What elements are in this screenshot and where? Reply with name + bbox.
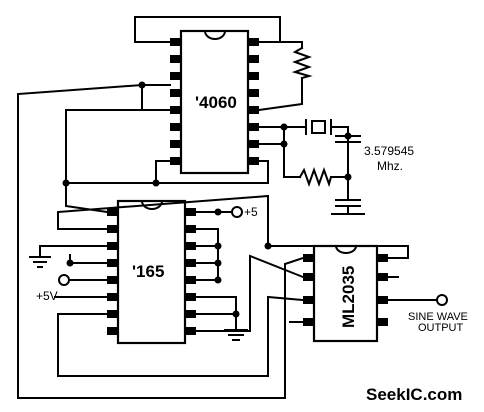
ic-165-right-pins xyxy=(185,208,196,335)
vcc-terminal-left xyxy=(58,274,70,286)
junction-dots xyxy=(62,81,352,318)
ground-left xyxy=(29,253,51,268)
resistor-feedback xyxy=(298,167,333,188)
ic-4060-left-pins xyxy=(170,38,181,165)
vcc-label-right: +5 xyxy=(244,205,258,219)
watermark: SeekIC.com xyxy=(366,385,462,404)
ic-165-label: '165 xyxy=(132,262,164,281)
ic-4060: '4060 xyxy=(170,29,259,175)
ground-right xyxy=(224,325,248,341)
ic-4060-label: '4060 xyxy=(195,93,237,112)
ic-ml2035-label: ML2035 xyxy=(339,266,358,328)
ic-4060-body xyxy=(179,29,250,175)
output-label-line1: SINE WAVE xyxy=(408,311,468,323)
ic-ml2035-left-pins xyxy=(303,254,314,326)
ic-165-body xyxy=(116,199,187,345)
ic-4060-notch xyxy=(203,29,227,40)
crystal-unit-label: Mhz. xyxy=(377,159,403,173)
ic-165-left-pins xyxy=(107,208,118,335)
vcc-terminal-right xyxy=(231,206,243,218)
ic-ml2035-right-pins xyxy=(377,254,388,326)
ic-ml2035: ML2035 xyxy=(303,244,388,343)
ic-ml2035-notch xyxy=(334,244,358,254)
ic-165: '165 xyxy=(107,199,196,345)
ic-4060-right-pins xyxy=(248,38,259,165)
capacitor-ground xyxy=(331,199,365,215)
ic-ml2035-body xyxy=(312,244,379,343)
crystal xyxy=(305,119,332,135)
vcc-label-left: +5V xyxy=(36,289,58,303)
crystal-frequency-label: 3.579545 xyxy=(364,144,414,158)
output-terminal xyxy=(436,294,448,306)
output-label-line2: OUTPUT xyxy=(418,322,464,334)
resistor-timing xyxy=(291,46,313,80)
